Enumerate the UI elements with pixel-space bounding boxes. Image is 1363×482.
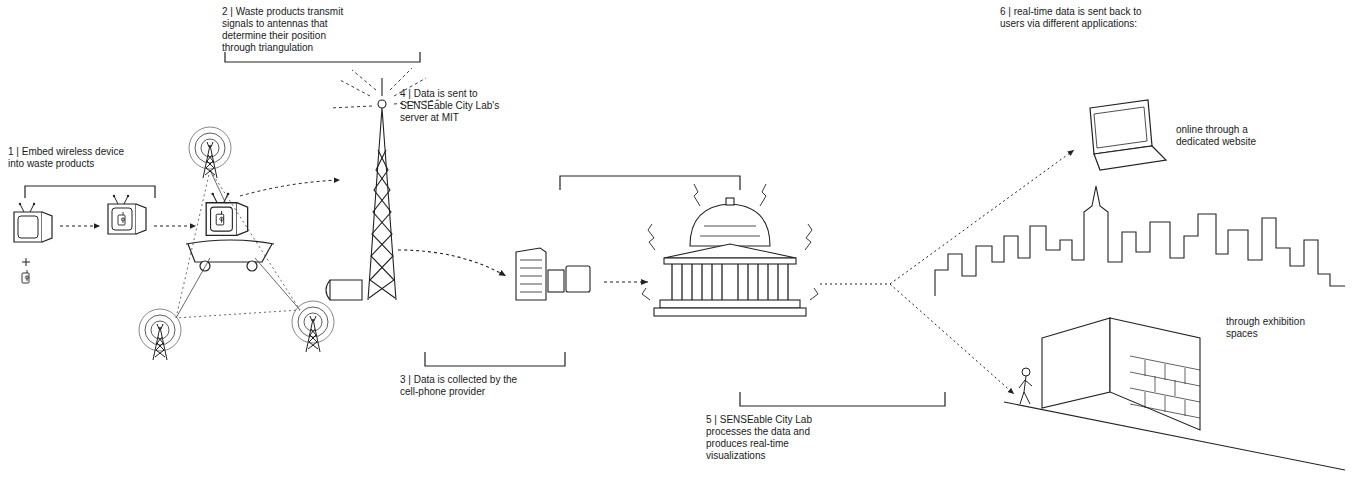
step-caption: 3 | Data is collected by the cell-phone … (400, 374, 524, 398)
mit-dome (642, 184, 818, 316)
application-caption: through exhibition spaces (1226, 316, 1312, 340)
garbage-truck (139, 127, 340, 360)
application-caption: online through a dedicated website (1176, 124, 1280, 148)
step-caption: 4 | Data is sent to SENSEable City Lab's… (400, 88, 518, 124)
bracket (25, 52, 945, 406)
distribution-lines (820, 150, 1074, 394)
step-caption: 2 | Waste products transmit signals to a… (222, 6, 362, 54)
exhibition-wall (1004, 318, 1345, 470)
server (516, 248, 648, 300)
step-caption: 1 | Embed wireless device into waste pro… (8, 146, 126, 170)
city-skyline (935, 186, 1345, 296)
visitor (1019, 368, 1032, 404)
step-caption: 6 | real-time data is sent back to users… (1000, 6, 1146, 30)
waste-products (14, 195, 196, 283)
step-caption: 5 | SENSEable City Lab processes the dat… (706, 414, 830, 462)
laptop (1090, 100, 1166, 170)
